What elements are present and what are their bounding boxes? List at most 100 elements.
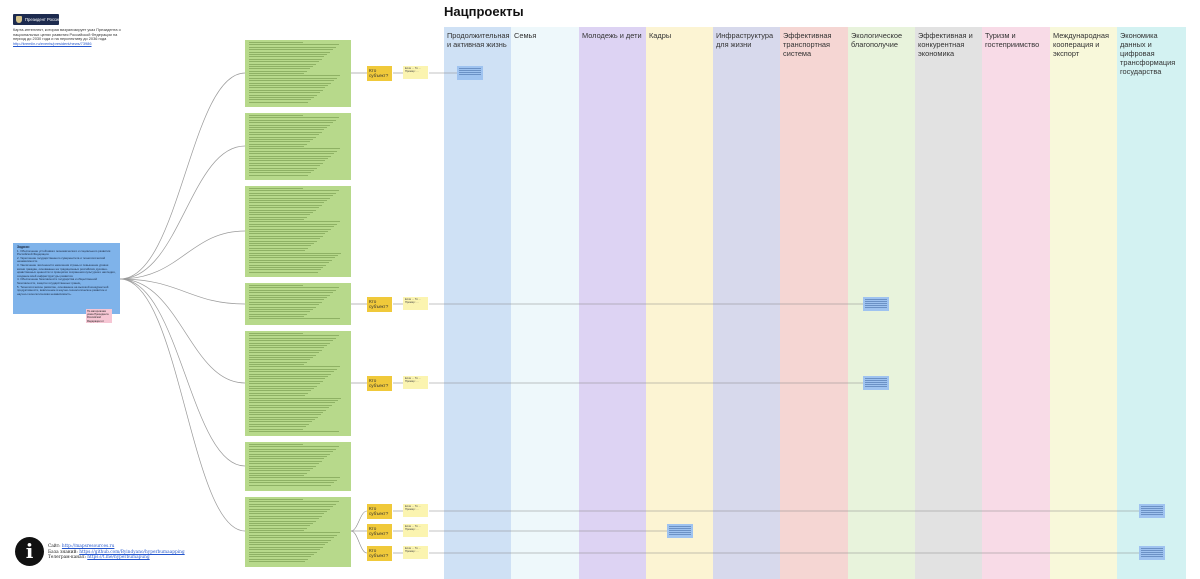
text-line [249,347,325,349]
text-line [249,378,326,380]
site-link[interactable]: http://mapsresources.ru [61,544,115,549]
text-line [249,558,308,560]
text-line [249,551,317,553]
text-line [249,306,316,308]
text-line [249,414,321,416]
project-note-3 [863,376,889,390]
text-line [249,285,303,286]
text-line [249,397,342,399]
who-subject-note-6: Кто субъект? [367,546,392,561]
text-line [249,46,337,48]
text-line [249,202,325,204]
text-line [249,240,317,242]
text-line [249,373,332,375]
text-line [249,542,329,544]
text-line [249,96,314,98]
text-line [249,451,334,453]
intro-text: Карта-интеллект, которая визуализирует у… [13,27,123,47]
text-line [249,311,310,313]
text-line [249,51,331,53]
tg-link[interactable]: https://t.me/hyperbumapung [87,555,150,560]
connector-goal-7 [119,278,246,532]
text-line [249,352,319,354]
goal-detail-block-2 [245,113,351,180]
text-line [249,294,331,296]
text-line [249,160,326,162]
text-line [249,58,322,60]
text-line [249,419,315,421]
text-line [249,269,321,271]
emblem-icon [16,16,22,23]
text-line [249,129,325,131]
text-line [249,174,308,176]
text-line [249,421,312,423]
text-line [249,395,305,397]
president-logo: Президент России [13,14,61,25]
text-line [249,138,313,140]
text-line [249,318,341,320]
column-title: Международная кооперация и экспорт [1053,31,1109,58]
text-line [249,544,326,546]
text-line [249,499,303,500]
text-line [249,233,326,235]
text-line [249,431,340,433]
text-line [249,407,330,409]
text-line [249,226,335,228]
kb-label: База знаний: [48,549,78,555]
text-line [249,53,328,55]
goals-box: Задачи: 1. Обеспечение устойчивого эконо… [13,243,120,314]
text-line [249,115,303,116]
text-line [249,77,338,79]
text-line [249,371,335,373]
text-line [249,247,308,249]
page-title: Нацпроекты [444,4,524,19]
text-line [249,211,313,213]
text-line [249,70,307,72]
text-line [249,530,304,532]
who-subject-note-3: Кто субъект? [367,376,392,391]
text-line [249,460,322,462]
text-line [249,150,338,152]
logo-text: Президент России [25,16,61,22]
info-icon: i [15,537,44,566]
text-line [249,117,340,119]
text-line [249,527,307,529]
text-line [249,89,323,91]
text-line [249,42,303,43]
text-line [249,141,310,143]
text-line [249,192,337,194]
text-line [249,561,305,563]
text-line [249,87,326,89]
text-line [249,409,327,411]
connector-goal-1 [119,72,246,280]
text-line [249,197,331,199]
text-line [249,308,313,310]
text-line [249,82,332,84]
column-2: Семья [511,27,579,579]
text-line [249,342,331,344]
text-line [249,515,322,517]
text-line [249,340,334,342]
connector-goal-2 [119,145,246,280]
text-line [249,549,320,551]
text-line [249,354,316,356]
condition-note-6: Если ... То ... Пример: ... [403,546,428,559]
connector-goal-3 [119,230,246,280]
text-line [249,446,340,448]
text-line [249,313,307,315]
text-line [249,101,308,103]
text-line [249,169,314,171]
text-line [249,245,311,247]
intro-link[interactable]: http://kremlin.ru/events/president/news/… [13,41,92,47]
text-line [249,537,335,539]
column-6: Эффективная транспортная система [780,27,848,579]
text-line [249,368,338,370]
text-line [249,143,307,145]
text-line [249,124,331,126]
text-line [249,165,320,167]
text-line [249,56,325,58]
text-line [249,392,308,394]
text-line [249,61,319,63]
text-line [249,223,338,225]
kb-link[interactable]: https://github.com/Byindyano/hyperbumaap… [79,549,185,555]
